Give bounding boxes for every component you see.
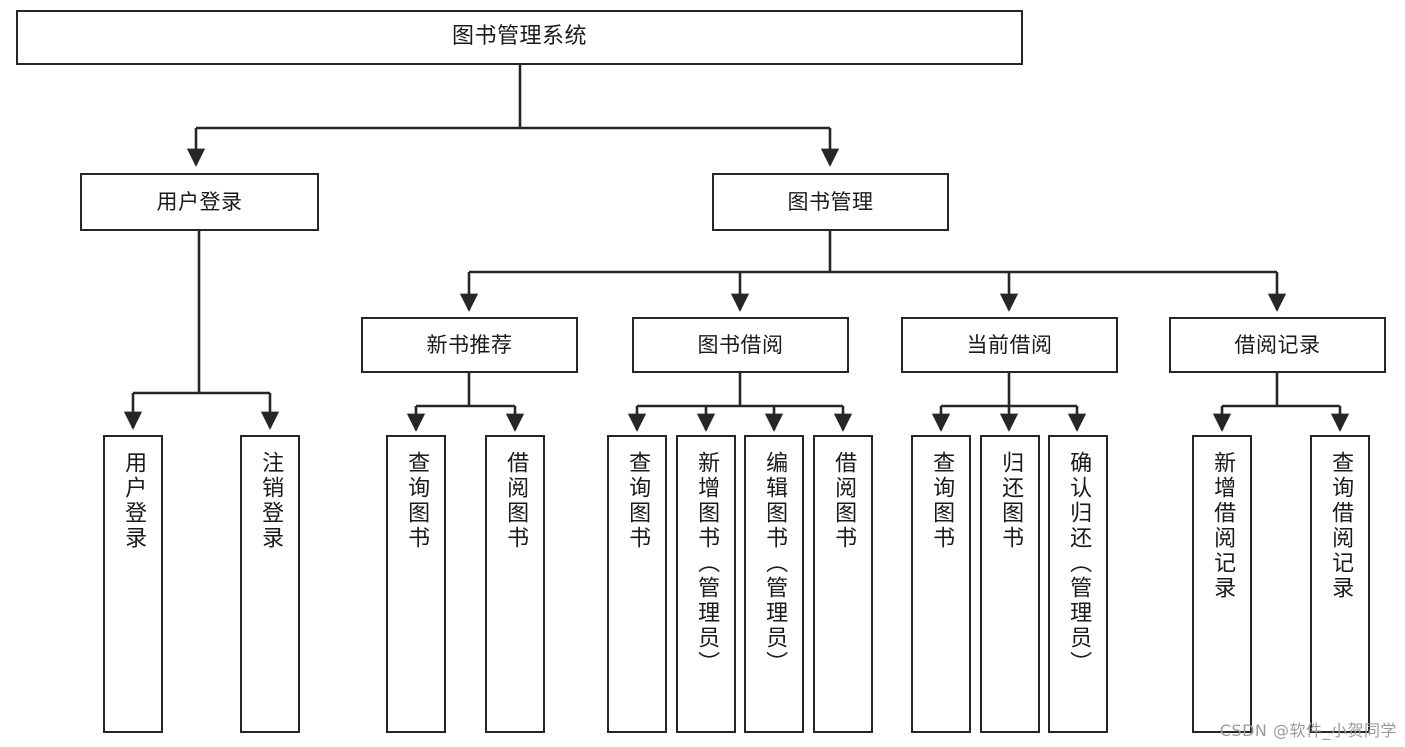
node-root-system[interactable]: 图书管理系统 — [16, 10, 1023, 65]
node-label: 借阅记录 — [1234, 332, 1321, 357]
node-label: 新增图书（管理员） — [694, 451, 720, 676]
leaf-query-book-borrow[interactable]: 查询图书 — [607, 435, 667, 733]
node-label: 确认归还（管理员） — [1066, 451, 1092, 676]
node-label: 查询图书 — [929, 451, 955, 551]
leaf-confirm-return-admin[interactable]: 确认归还（管理员） — [1048, 435, 1108, 733]
node-label: 当前借阅 — [966, 332, 1053, 357]
node-label: 用户登录 — [121, 451, 147, 551]
node-label: 查询图书 — [404, 451, 430, 551]
leaf-borrow-book-recommend[interactable]: 借阅图书 — [485, 435, 545, 733]
leaf-add-borrow-record[interactable]: 新增借阅记录 — [1192, 435, 1252, 733]
node-label: 图书管理系统 — [451, 24, 587, 50]
node-label: 新增借阅记录 — [1210, 451, 1236, 601]
node-label: 用户登录 — [156, 189, 243, 214]
leaf-add-book-admin[interactable]: 新增图书（管理员） — [676, 435, 736, 733]
node-user-login[interactable]: 用户登录 — [80, 173, 319, 231]
node-borrow-record[interactable]: 借阅记录 — [1169, 317, 1386, 373]
node-label: 图书借阅 — [697, 332, 784, 357]
node-book-borrow[interactable]: 图书借阅 — [632, 317, 849, 373]
node-label: 查询图书 — [625, 451, 651, 551]
node-label: 注销登录 — [258, 451, 284, 551]
leaf-borrow-book-borrow[interactable]: 借阅图书 — [813, 435, 873, 733]
watermark-text: CSDN @软件_小贺同学 — [1219, 721, 1397, 740]
node-label: 新书推荐 — [426, 332, 513, 357]
node-label: 归还图书 — [998, 451, 1024, 551]
node-book-management[interactable]: 图书管理 — [712, 173, 949, 231]
node-label: 查询借阅记录 — [1328, 451, 1354, 601]
leaf-logout[interactable]: 注销登录 — [240, 435, 300, 733]
node-current-borrow[interactable]: 当前借阅 — [901, 317, 1118, 373]
node-label: 编辑图书（管理员） — [762, 451, 788, 676]
leaf-return-book[interactable]: 归还图书 — [980, 435, 1040, 733]
leaf-query-borrow-record[interactable]: 查询借阅记录 — [1310, 435, 1370, 733]
node-label: 借阅图书 — [831, 451, 857, 551]
leaf-query-book-recommend[interactable]: 查询图书 — [386, 435, 446, 733]
leaf-edit-book-admin[interactable]: 编辑图书（管理员） — [744, 435, 804, 733]
node-new-book-recommend[interactable]: 新书推荐 — [361, 317, 578, 373]
leaf-query-book-current[interactable]: 查询图书 — [911, 435, 971, 733]
leaf-user-login[interactable]: 用户登录 — [103, 435, 163, 733]
node-label: 图书管理 — [787, 189, 874, 214]
node-label: 借阅图书 — [503, 451, 529, 551]
